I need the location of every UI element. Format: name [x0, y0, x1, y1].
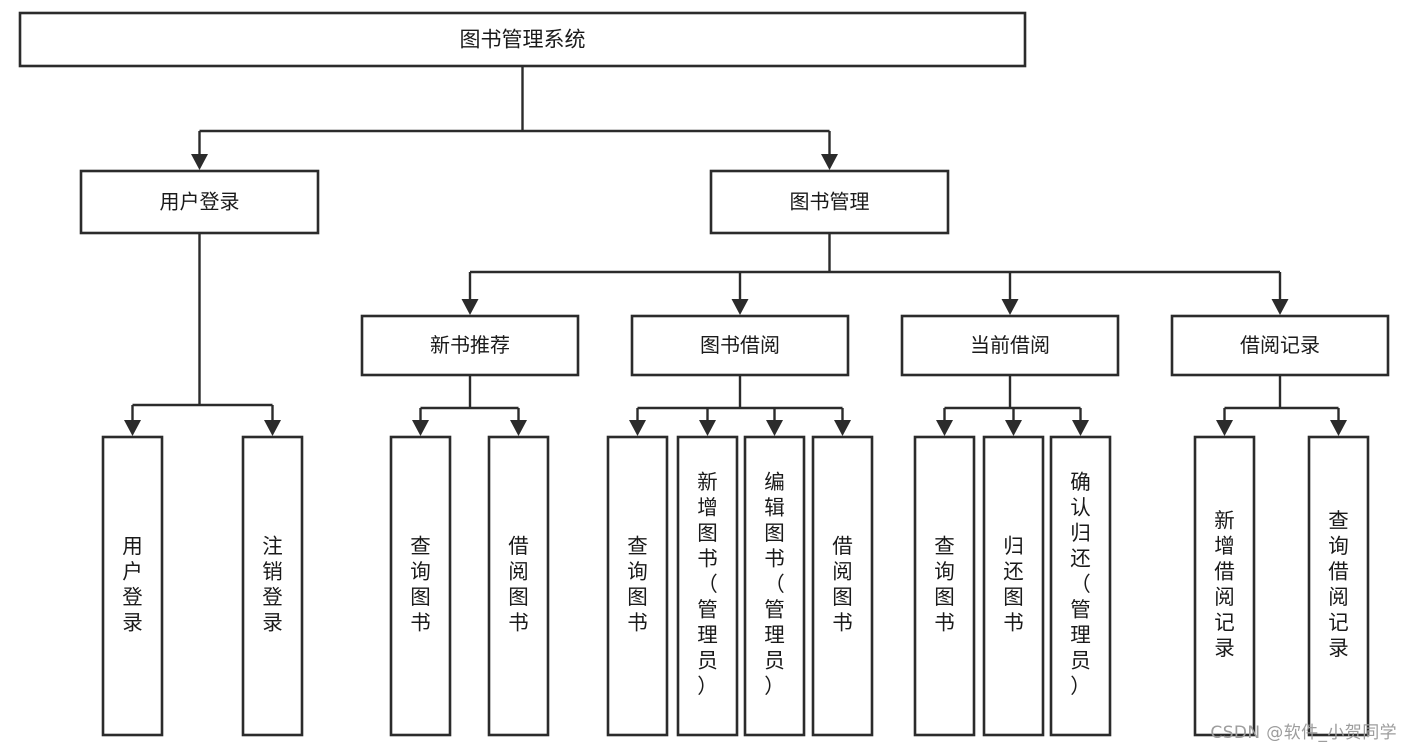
node-label-leaf-borrow-book-1: 借阅图书 [508, 534, 529, 635]
node-box-current-borrow[interactable] [900, 314, 1120, 377]
node-label-book-manage: 图书管理 [790, 190, 870, 214]
node-box-leaf-query-book-2[interactable] [606, 435, 669, 737]
node-label-new-book-rec: 新书推荐 [430, 333, 510, 357]
node-leaf-logout[interactable]: 注销登录 [241, 435, 304, 737]
node-label-leaf-user-login: 用户登录 [122, 534, 143, 635]
node-new-book-rec[interactable]: 新书推荐 [360, 314, 580, 377]
arrow-head-icon [766, 420, 783, 436]
node-root[interactable]: 图书管理系统 [18, 11, 1027, 68]
arrow-head-icon [1271, 299, 1289, 315]
node-leaf-edit-book[interactable]: 编辑图书（管理员） [743, 435, 806, 737]
node-box-leaf-query-book-3[interactable] [913, 435, 976, 737]
node-box-leaf-return-book[interactable] [982, 435, 1045, 737]
node-box-leaf-query-book-1[interactable] [389, 435, 452, 737]
node-borrow-record[interactable]: 借阅记录 [1170, 314, 1390, 377]
node-label-book-borrow: 图书借阅 [700, 333, 780, 357]
arrow-head-icon [1216, 420, 1233, 436]
node-book-borrow[interactable]: 图书借阅 [630, 314, 850, 377]
node-label-leaf-query-book-2: 查询图书 [627, 534, 648, 635]
arrow-head-icon [1072, 420, 1089, 436]
node-label-user-login: 用户登录 [160, 190, 240, 214]
node-box-root[interactable] [18, 11, 1027, 68]
node-label-leaf-return-book: 归还图书 [1003, 534, 1024, 635]
node-leaf-return-book[interactable]: 归还图书 [982, 435, 1045, 737]
arrow-head-icon [834, 420, 851, 436]
node-box-book-borrow[interactable] [630, 314, 850, 377]
node-leaf-add-book[interactable]: 新增图书（管理员） [676, 435, 739, 737]
node-box-borrow-record[interactable] [1170, 314, 1390, 377]
node-label-leaf-query-record: 查询借阅记录 [1328, 508, 1349, 660]
node-layer: 图书管理系统用户登录图书管理新书推荐图书借阅当前借阅借阅记录用户登录注销登录查询… [18, 11, 1390, 737]
node-label-leaf-add-book: 新增图书（管理员） [697, 470, 718, 698]
node-box-leaf-query-record[interactable] [1307, 435, 1370, 737]
node-box-leaf-edit-book[interactable] [743, 435, 806, 737]
arrow-head-icon [821, 154, 838, 170]
node-box-new-book-rec[interactable] [360, 314, 580, 377]
node-box-book-manage[interactable] [709, 169, 950, 235]
arrow-head-icon [629, 420, 646, 436]
arrow-head-icon [1001, 299, 1019, 315]
node-box-leaf-confirm-return[interactable] [1049, 435, 1112, 737]
arrow-head-icon [936, 420, 953, 436]
arrow-head-icon [264, 420, 281, 436]
node-leaf-query-book-3[interactable]: 查询图书 [913, 435, 976, 737]
node-leaf-borrow-book-1[interactable]: 借阅图书 [487, 435, 550, 737]
node-label-borrow-record: 借阅记录 [1240, 333, 1320, 357]
node-leaf-query-book-2[interactable]: 查询图书 [606, 435, 669, 737]
node-leaf-query-book-1[interactable]: 查询图书 [389, 435, 452, 737]
node-label-leaf-logout: 注销登录 [262, 534, 283, 635]
node-leaf-query-record[interactable]: 查询借阅记录 [1307, 435, 1370, 737]
arrow-head-icon [731, 299, 749, 315]
node-label-current-borrow: 当前借阅 [970, 333, 1050, 357]
node-leaf-confirm-return[interactable]: 确认归还（管理员） [1049, 435, 1112, 737]
arrow-head-icon [124, 420, 141, 436]
node-label-leaf-edit-book: 编辑图书（管理员） [764, 470, 785, 698]
node-label-leaf-borrow-book-2: 借阅图书 [832, 534, 853, 635]
node-box-leaf-add-book[interactable] [676, 435, 739, 737]
node-book-manage[interactable]: 图书管理 [709, 169, 950, 235]
arrow-head-icon [510, 420, 527, 436]
arrow-head-icon [1005, 420, 1022, 436]
arrow-head-icon [412, 420, 429, 436]
node-label-leaf-confirm-return: 确认归还（管理员） [1070, 470, 1091, 698]
node-user-login[interactable]: 用户登录 [79, 169, 320, 235]
node-box-leaf-add-record[interactable] [1193, 435, 1256, 737]
node-leaf-user-login[interactable]: 用户登录 [101, 435, 164, 737]
node-label-leaf-add-record: 新增借阅记录 [1214, 508, 1235, 660]
arrow-head-icon [699, 420, 716, 436]
connector-layer [124, 66, 1347, 436]
node-current-borrow[interactable]: 当前借阅 [900, 314, 1120, 377]
arrow-head-icon [461, 299, 479, 315]
node-leaf-add-record[interactable]: 新增借阅记录 [1193, 435, 1256, 737]
node-label-leaf-query-book-1: 查询图书 [410, 534, 431, 635]
csdn-watermark: CSDN @软件_小贺同学 [1210, 723, 1397, 743]
arrow-head-icon [1330, 420, 1347, 436]
node-box-leaf-logout[interactable] [241, 435, 304, 737]
node-box-leaf-user-login[interactable] [101, 435, 164, 737]
node-leaf-borrow-book-2[interactable]: 借阅图书 [811, 435, 874, 737]
node-box-leaf-borrow-book-1[interactable] [487, 435, 550, 737]
node-box-leaf-borrow-book-2[interactable] [811, 435, 874, 737]
arrow-head-icon [191, 154, 208, 170]
node-box-user-login[interactable] [79, 169, 320, 235]
node-label-leaf-query-book-3: 查询图书 [934, 534, 955, 635]
node-label-root: 图书管理系统 [460, 28, 586, 52]
